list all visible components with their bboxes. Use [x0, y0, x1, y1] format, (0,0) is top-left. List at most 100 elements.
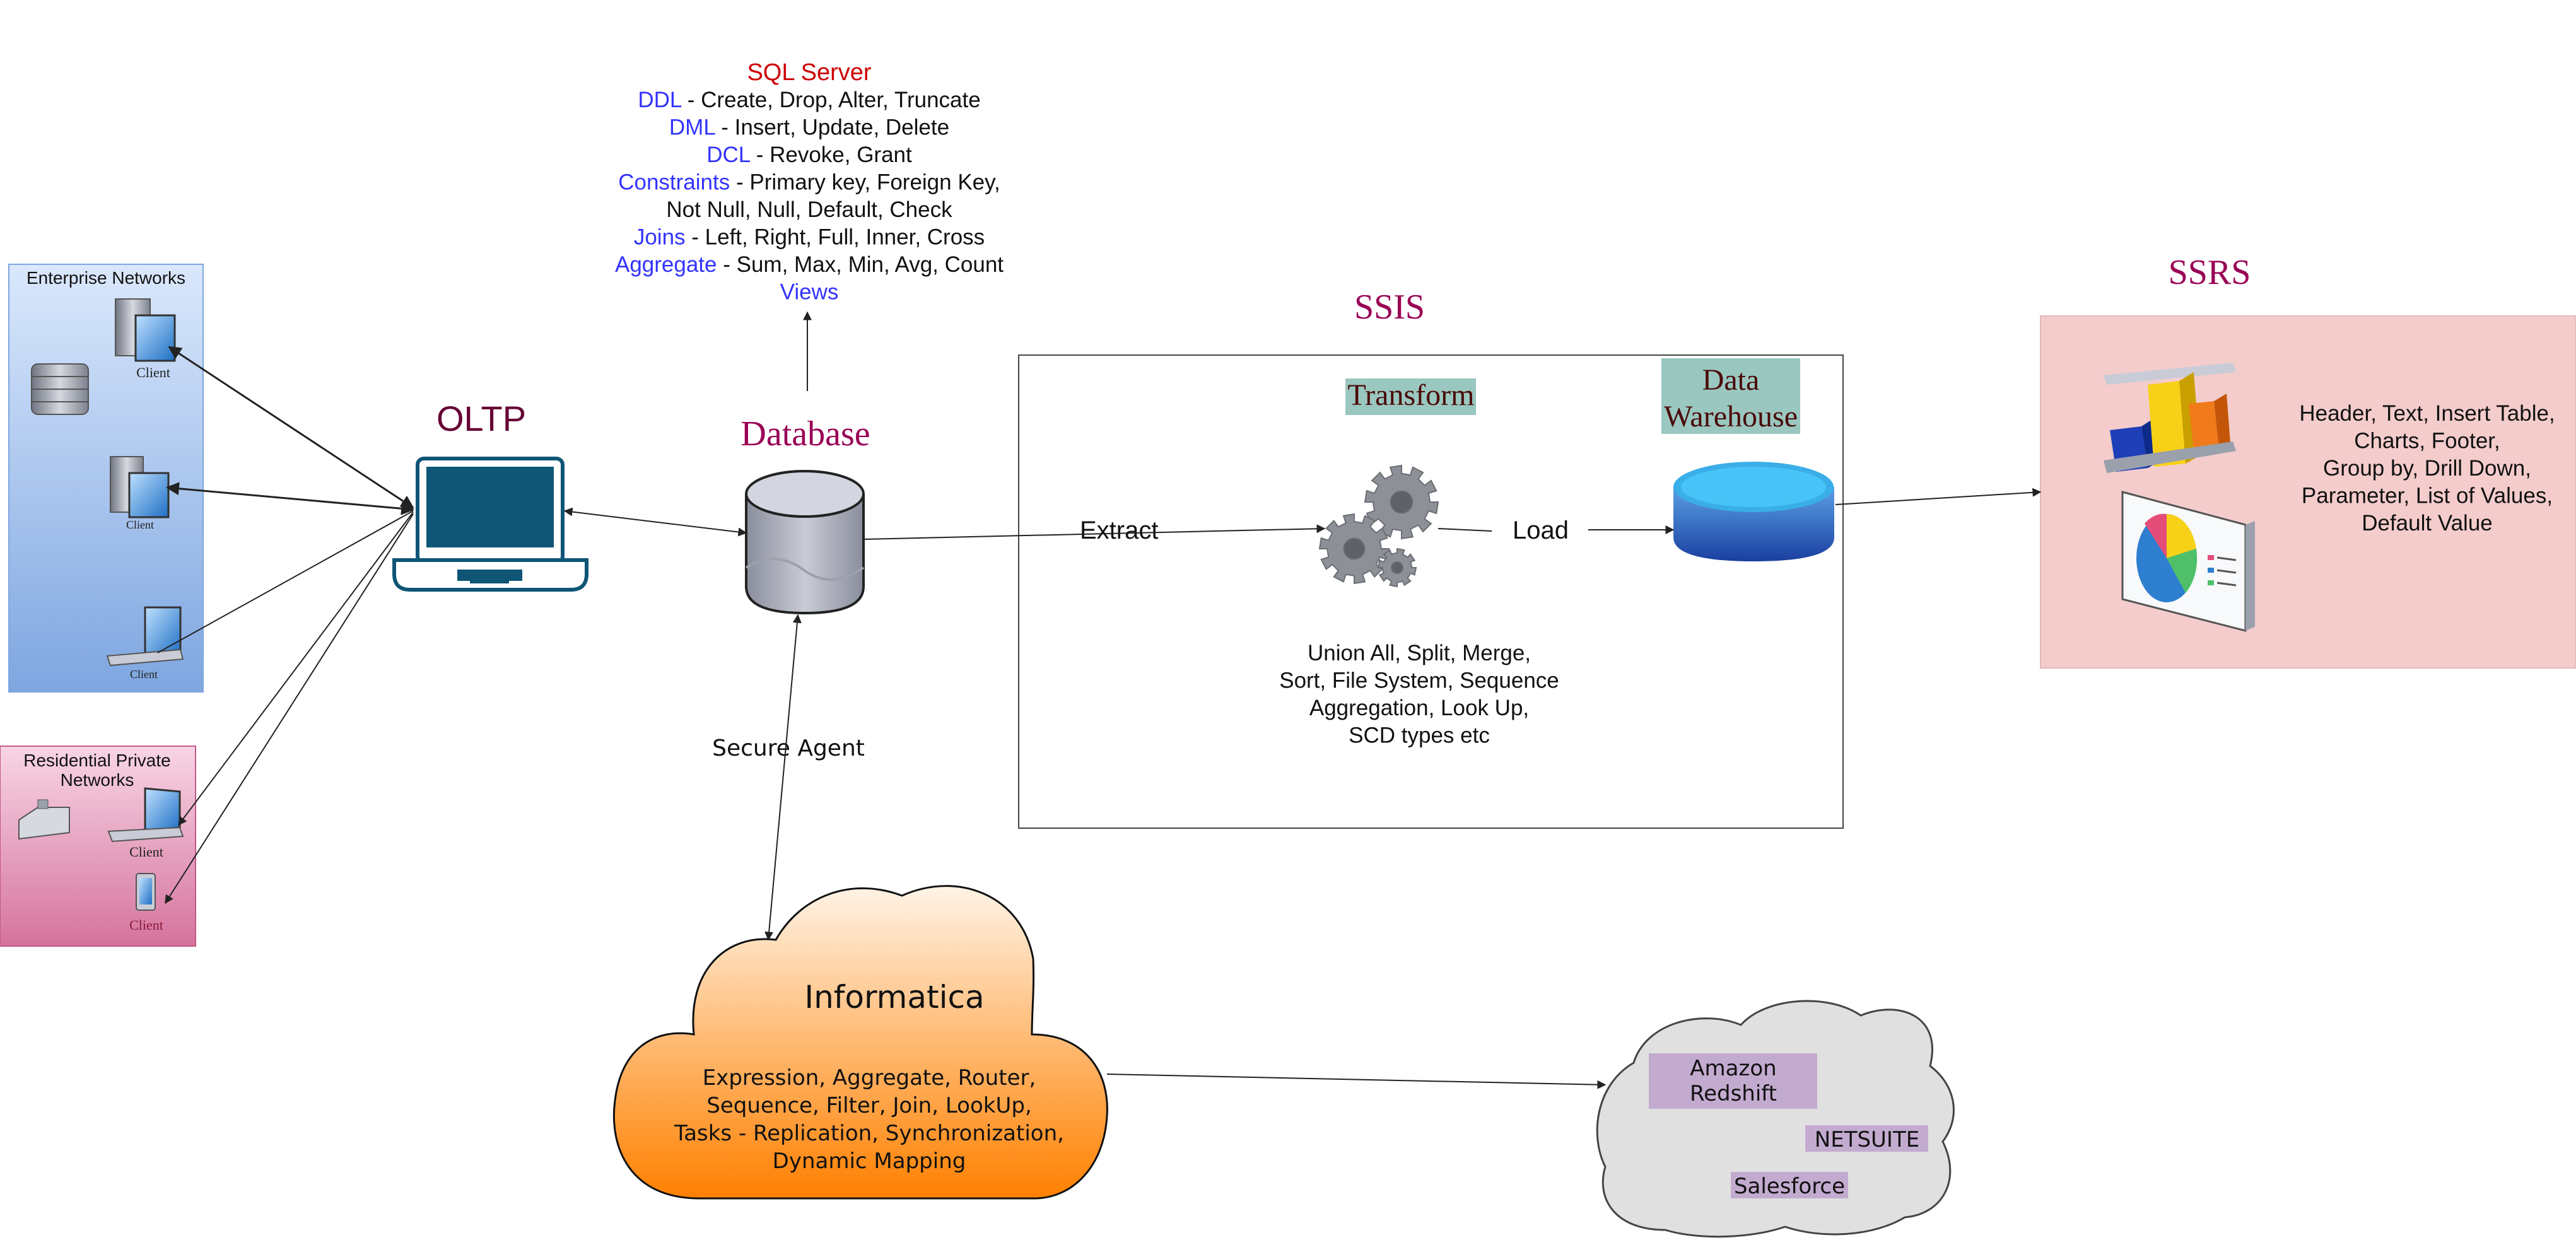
oltp-group: OLTP [392, 399, 588, 592]
informatica-note-line-3: Dynamic Mapping [773, 1149, 966, 1174]
sql-description: - Create, Drop, Alter, Truncate [681, 88, 981, 112]
targets-cloud: Amazon Redshift NETSUITE Salesforce [1596, 1000, 1955, 1238]
enterprise-client-3-laptop-icon [106, 606, 184, 667]
connector-enterprise-client1-oltp [168, 346, 414, 509]
connector-enterprise-client2-oltp [165, 482, 415, 515]
sql-keyword: Joins [634, 225, 686, 250]
residential-networks-title-2: Networks [61, 770, 134, 790]
storage-server-icon [31, 363, 89, 415]
connector-warehouse-ssrs [1835, 488, 2042, 505]
sql-description: - Sum, Max, Min, Avg, Count [717, 252, 1004, 277]
connector-oltp-database [563, 507, 747, 537]
salesforce-label: Salesforce [1734, 1174, 1845, 1199]
transform-label: Transform [1348, 378, 1475, 412]
netsuite-bg [1805, 1125, 1928, 1152]
sql-description: - Left, Right, Full, Inner, Cross [686, 225, 985, 250]
ssrs-group: SSRS Header, Text, Insert Ta [2040, 253, 2576, 669]
gears-icon [1318, 464, 1439, 588]
ssrs-note-line-4: Default Value [2362, 511, 2493, 535]
ssrs-note-line-2: Group by, Drill Down, [2323, 456, 2531, 481]
sql-keyword: DCL [706, 143, 751, 167]
connector-informatica-targets [1106, 1074, 1607, 1089]
sql-server-line-3: Constraints - Primary key, Foreign Key, [618, 170, 1000, 195]
ssrs-note-line-1: Charts, Footer, [2354, 429, 2500, 453]
sql-server-line-7: Views [780, 280, 839, 305]
secure-agent-label: Secure Agent [712, 735, 865, 761]
bar-chart-icon [2104, 363, 2236, 473]
data-warehouse-label-1: Data [1702, 363, 1760, 397]
laptop-icon [392, 457, 588, 592]
enterprise-client-2-label: Client [126, 518, 154, 531]
residential-networks-box [0, 746, 196, 947]
connector-transform-load [1437, 528, 1492, 532]
sql-keyword: DDL [638, 88, 682, 112]
sql-description: Not Null, Null, Default, Check [666, 197, 952, 222]
connectors [157, 311, 2042, 1089]
gear-hub-icon [1391, 561, 1403, 574]
ssis-note-line-0: Union All, Split, Merge, [1308, 641, 1531, 665]
ssis-group: SSIS Transform Data Warehouse Extract Lo… [1018, 288, 1844, 829]
data-warehouse-label-2: Warehouse [1664, 400, 1798, 433]
ssis-note-line-1: Sort, File System, Sequence [1279, 669, 1559, 693]
connector-enterprise-client3-oltp [157, 510, 414, 653]
ssis-note-line-3: SCD types etc [1349, 723, 1490, 748]
transform-label-bg [1345, 378, 1476, 415]
extract-label: Extract [1080, 517, 1158, 544]
pie-chart-report-icon [2121, 491, 2255, 632]
sql-server-notes: SQL Server DDL - Create, Drop, Alter, Tr… [615, 59, 1004, 305]
netsuite-label: NETSUITE [1815, 1127, 1919, 1152]
data-warehouse-label-bg [1661, 358, 1800, 434]
ssis-note-line-2: Aggregation, Look Up, [1309, 696, 1529, 720]
sql-server-line-0: DDL - Create, Drop, Alter, Truncate [638, 88, 980, 112]
residential-client-1-label: Client [129, 844, 163, 860]
oltp-label: OLTP [436, 399, 526, 438]
load-label: Load [1513, 517, 1569, 544]
amazon-redshift-label-2: Redshift [1690, 1081, 1777, 1106]
ssrs-note-line-3: Parameter, List of Values, [2302, 484, 2553, 508]
data-warehouse-disk-icon [1673, 462, 1834, 561]
gear-hub-icon [1343, 537, 1366, 560]
sql-server-title: SQL Server [747, 59, 871, 86]
database-group: Database [741, 414, 870, 615]
informatica-note-line-0: Expression, Aggregate, Router, [703, 1065, 1036, 1091]
connector-residential-client2-oltp [165, 513, 414, 904]
enterprise-client-2-icon [110, 456, 170, 518]
connector-residential-client1-oltp [178, 512, 414, 826]
informatica-title: Informatica [804, 979, 984, 1015]
amazon-redshift-label-1: Amazon [1690, 1056, 1776, 1081]
enterprise-client-3-label: Client [130, 668, 158, 681]
gear-hub-icon [1390, 490, 1414, 514]
ssrs-notes: Header, Text, Insert Table, Charts, Foote… [2299, 401, 2555, 535]
sql-keyword: Aggregate [615, 252, 717, 277]
sql-keyword: Constraints [618, 170, 730, 195]
sql-server-line-1: DML - Insert, Update, Delete [669, 115, 949, 140]
informatica-note-line-2: Tasks - Replication, Synchronization, [674, 1121, 1064, 1146]
informatica-note-line-1: Sequence, Filter, Join, LookUp, [706, 1093, 1032, 1118]
database-cylinder-icon [745, 470, 865, 615]
enterprise-networks-group: Enterprise Networks Client Client Client [8, 264, 204, 693]
amazon-redshift-bg [1649, 1053, 1817, 1109]
sql-server-line-6: Aggregate - Sum, Max, Min, Avg, Count [615, 252, 1004, 277]
database-label: Database [741, 414, 870, 453]
ssis-label: SSIS [1354, 288, 1425, 327]
residential-client-2-label: Client [129, 917, 163, 933]
sql-server-line-5: Joins - Left, Right, Full, Inner, Cross [634, 225, 985, 250]
residential-client-1-laptop-icon [107, 787, 184, 843]
sql-description: - Revoke, Grant [750, 143, 912, 167]
informatica-cloud: Informatica Expression, Aggregate, Route… [612, 885, 1108, 1200]
salesforce-bg [1731, 1172, 1848, 1198]
residential-networks-group: Residential Private Networks Client Clie… [0, 746, 196, 947]
enterprise-networks-title: Enterprise Networks [26, 268, 185, 288]
sql-keyword: DML [669, 115, 715, 140]
residential-client-2-phone-icon [136, 873, 156, 911]
enterprise-client-1-label: Client [136, 365, 170, 380]
residential-networks-title-1: Residential Private [23, 751, 170, 770]
sql-description: - Primary key, Foreign Key, [730, 170, 1000, 195]
connector-database-informatica [764, 614, 802, 941]
ssis-notes: Union All, Split, Merge, Sort, File Syste… [1279, 641, 1559, 748]
ssrs-note-line-0: Header, Text, Insert Table, [2299, 401, 2555, 426]
sql-server-line-4: Not Null, Null, Default, Check [666, 197, 952, 222]
connector-extract [863, 524, 1326, 540]
